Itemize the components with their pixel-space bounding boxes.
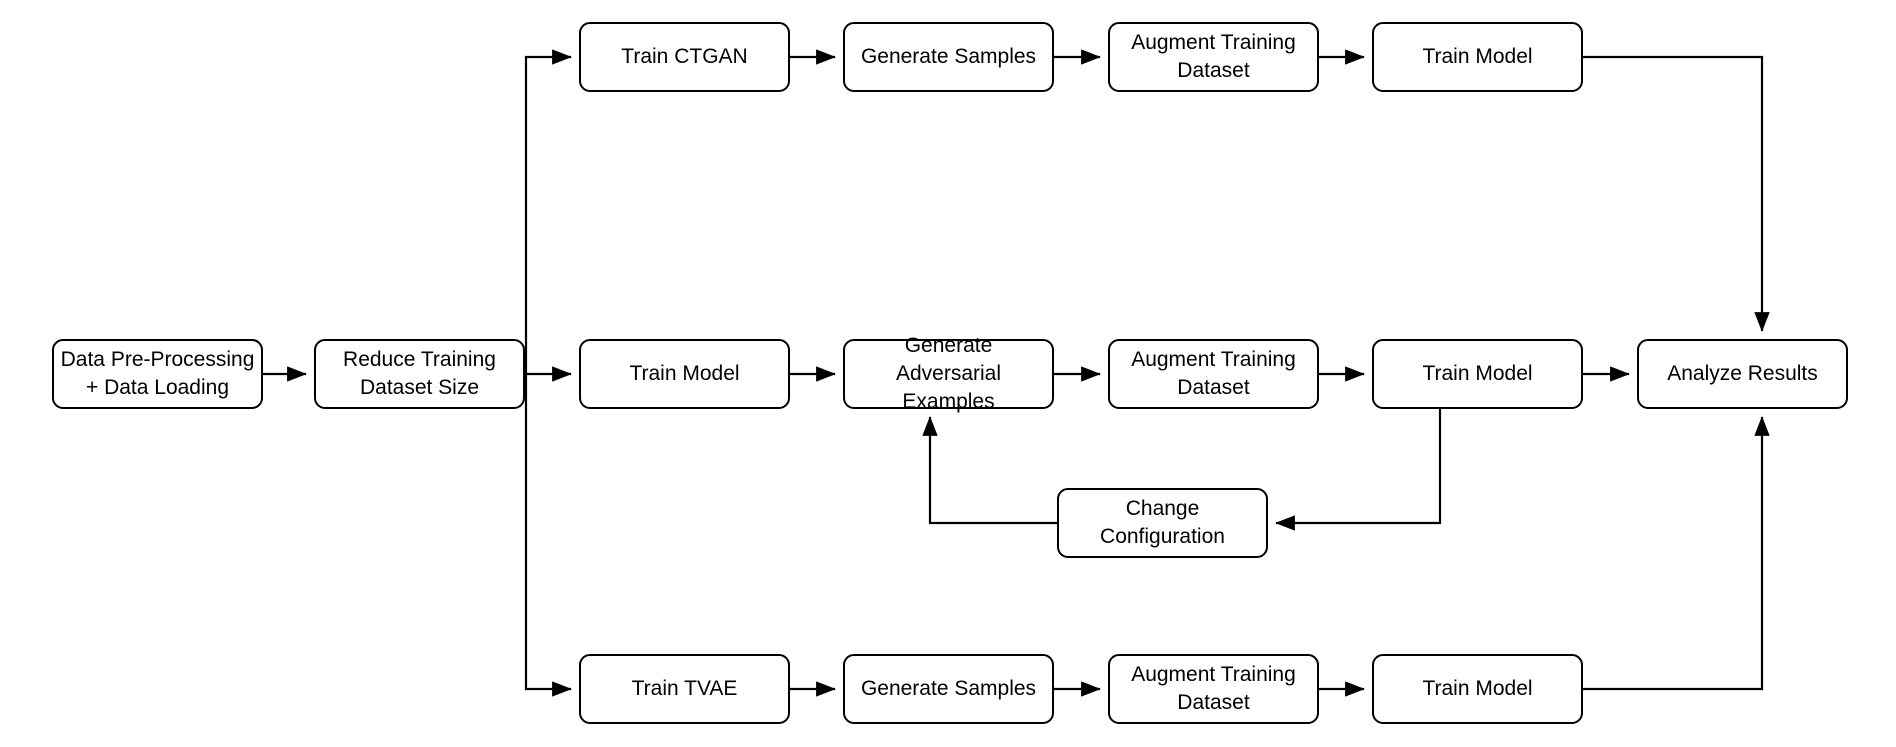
flow-edge-tm3-to-config [1275, 409, 1442, 531]
flow-node-tm3[interactable]: Train Model [1372, 339, 1583, 409]
flow-node-aug1[interactable]: Augment Training Dataset [1108, 22, 1319, 92]
flow-edge-tm4-to-analyze [1583, 416, 1770, 691]
flow-edge-tm1-to-analyze [1583, 55, 1770, 332]
flow-node-tm2[interactable]: Train Model [579, 339, 790, 409]
flow-node-analyze[interactable]: Analyze Results [1637, 339, 1848, 409]
flow-node-adv[interactable]: Generate Adversarial Examples [843, 334, 1054, 413]
flow-edge-reduce-to-ctgan [524, 49, 572, 374]
flow-node-aug3[interactable]: Augment Training Dataset [1108, 654, 1319, 724]
flow-node-pre[interactable]: Data Pre-Processing + Data Loading [52, 339, 263, 409]
flow-node-aug2[interactable]: Augment Training Dataset [1108, 339, 1319, 409]
flow-edge-reduce-to-tvae [524, 374, 572, 697]
flow-edge-config-to-adv [922, 416, 1057, 525]
flow-node-tm1[interactable]: Train Model [1372, 22, 1583, 92]
flow-node-gen2[interactable]: Generate Samples [843, 654, 1054, 724]
flow-node-tm4[interactable]: Train Model [1372, 654, 1583, 724]
flow-node-ctgan[interactable]: Train CTGAN [579, 22, 790, 92]
flow-node-tvae[interactable]: Train TVAE [579, 654, 790, 724]
flow-node-reduce[interactable]: Reduce Training Dataset Size [314, 339, 525, 409]
flow-node-config[interactable]: Change Configuration [1057, 488, 1268, 558]
flow-node-gen1[interactable]: Generate Samples [843, 22, 1054, 92]
